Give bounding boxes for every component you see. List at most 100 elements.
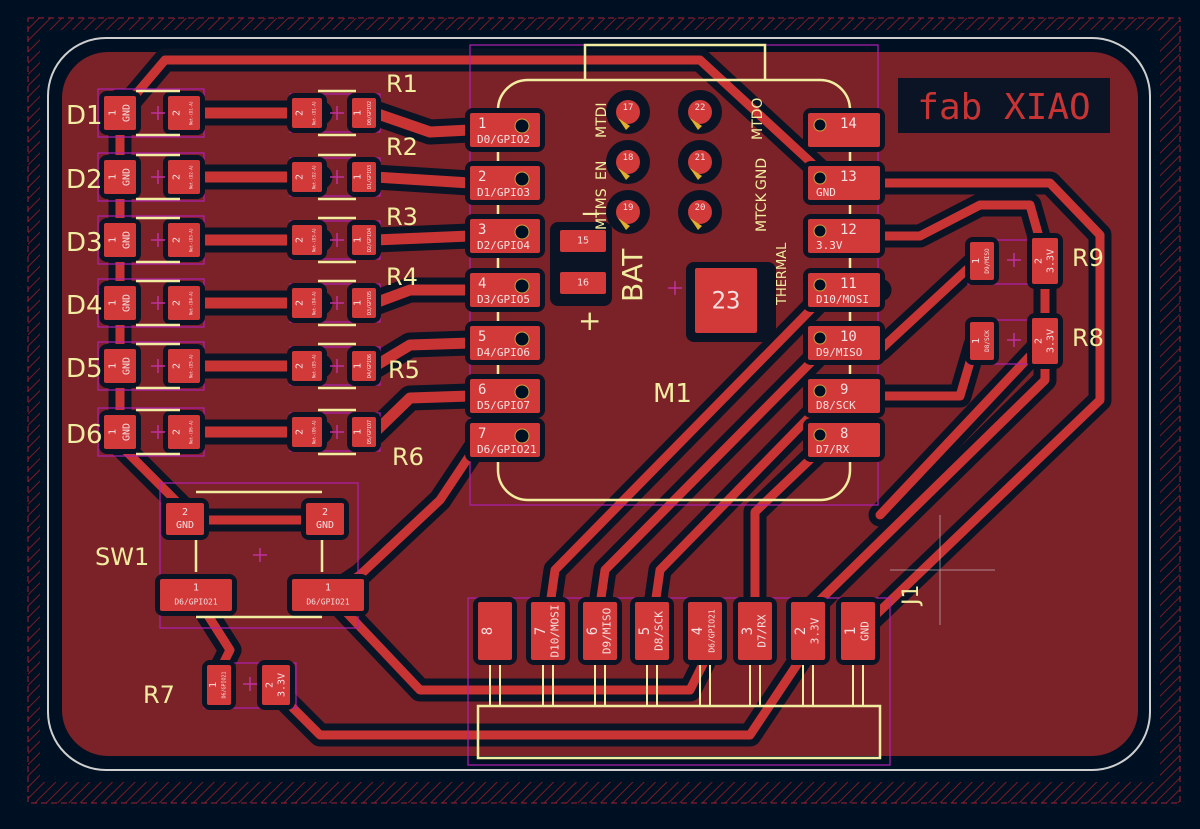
m1-pin-10-copper[interactable] <box>808 326 880 360</box>
resistor-5-pad-2-copper[interactable] <box>292 351 322 381</box>
m1-pin-14[interactable]: 14 <box>803 108 885 152</box>
led-6-pad-2-copper[interactable] <box>168 415 200 449</box>
jtag-pad-copper[interactable] <box>616 100 640 124</box>
m1-pin-14-copper[interactable] <box>808 113 880 147</box>
bat-pad-16[interactable]: 16 <box>555 267 611 299</box>
resistor-5-pad-1-copper[interactable] <box>352 351 376 381</box>
sw1-pad-1b-copper[interactable] <box>292 579 364 611</box>
sw1-pad-1b[interactable]: 1D6/GPIO21 <box>287 574 369 616</box>
m1-thermal-pad-23[interactable]: 23 <box>690 263 762 338</box>
m1-jtag-pad-17[interactable]: 17 <box>606 90 650 134</box>
led-1-pad-1-copper[interactable] <box>104 96 136 130</box>
m1-pin-11-copper[interactable] <box>808 273 880 307</box>
resistor-3-pad-1-copper[interactable] <box>352 225 376 255</box>
drc-marker-icon[interactable] <box>618 168 630 180</box>
m1-pin-12[interactable]: 123.3V <box>803 214 885 258</box>
led-1-pad-2-copper[interactable] <box>168 96 200 130</box>
track-rx[interactable] <box>750 445 825 610</box>
jtag-pad-copper[interactable] <box>688 200 712 224</box>
m1-jtag-pad-20[interactable]: 20 <box>678 190 722 234</box>
led-2-pad-1-copper[interactable] <box>104 160 136 194</box>
resistor-4-pad-1-copper[interactable] <box>352 288 376 318</box>
r8-pad-2-copper[interactable] <box>1032 318 1058 364</box>
m1-pin-12-copper[interactable] <box>808 219 880 253</box>
r8-pad-1-copper[interactable] <box>970 322 994 360</box>
drc-marker-icon[interactable] <box>690 118 702 130</box>
resistor-4-pad-2-copper[interactable] <box>292 288 322 318</box>
m1-pin-7[interactable]: 7D6/GPIO21 <box>465 418 545 462</box>
sw1-pad-2a-copper[interactable] <box>166 503 204 535</box>
track-v33[interactable] <box>270 200 1050 740</box>
resistor-6-pad-2-copper[interactable] <box>292 417 322 447</box>
resistor-1-pad-2-copper[interactable] <box>292 98 322 128</box>
bat-pad-15[interactable]: 15 <box>555 225 611 257</box>
jtag-pad-copper[interactable] <box>688 100 712 124</box>
m1-jtag-pad-22[interactable]: 22 <box>678 90 722 134</box>
drc-marker-icon[interactable] <box>690 168 702 180</box>
r9-pad-1-copper[interactable] <box>970 242 994 280</box>
j1-pin-2-copper[interactable] <box>791 602 825 660</box>
bat-pad-16-copper[interactable] <box>560 272 606 294</box>
sw1-pad-1a-copper[interactable] <box>160 579 232 611</box>
jtag-pad-copper[interactable] <box>688 150 712 174</box>
drc-marker-icon[interactable] <box>690 218 702 230</box>
m1-pin-8[interactable]: 8D7/RX <box>803 418 885 462</box>
m1-pin-8-copper[interactable] <box>808 423 880 457</box>
m1-pin-4[interactable]: 4D3/GPIO5 <box>465 268 545 312</box>
r7-pad-2-copper[interactable] <box>262 665 290 705</box>
m1-pin-9[interactable]: 9D8/SCK <box>803 374 885 418</box>
r9-pad-2-copper[interactable] <box>1032 238 1058 284</box>
j1-pin-5-copper[interactable] <box>635 602 669 660</box>
bat-pad-15-copper[interactable] <box>560 230 606 252</box>
m1-jtag-pad-21[interactable]: 21 <box>678 140 722 184</box>
drc-marker-icon[interactable] <box>618 118 630 130</box>
led-5-pad-2-copper[interactable] <box>168 349 200 383</box>
jtag-pad-copper[interactable] <box>616 150 640 174</box>
resistor-2-pad-2-copper[interactable] <box>292 162 322 192</box>
sw1-pad-2b-copper[interactable] <box>306 503 344 535</box>
led-5-pad-1-copper[interactable] <box>104 349 136 383</box>
j1-pin-6-copper[interactable] <box>583 602 617 660</box>
j1-pin-3-copper[interactable] <box>738 602 772 660</box>
j1-pin-1-copper[interactable] <box>841 602 875 660</box>
j1-pin-4-copper[interactable] <box>688 602 722 660</box>
resistor-6-pad-1-copper[interactable] <box>352 417 376 447</box>
m1-pin-3[interactable]: 3D2/GPIO4 <box>465 214 545 258</box>
led-4-pad-1-copper[interactable] <box>104 286 136 320</box>
resistor-1-pad-1-copper[interactable] <box>352 98 376 128</box>
m1-pin-6[interactable]: 6D5/GPIO7 <box>465 374 545 418</box>
m1-pin-9-copper[interactable] <box>808 379 880 413</box>
sw1-pad-1a[interactable]: 1D6/GPIO21 <box>155 574 237 616</box>
m1-pin-1[interactable]: 1D0/GPIO2 <box>465 108 545 152</box>
resistor-2-pad-1-copper[interactable] <box>352 162 376 192</box>
m1-thermal-pad-23-copper[interactable] <box>695 268 757 333</box>
j1-pin-7-copper[interactable] <box>531 602 565 660</box>
